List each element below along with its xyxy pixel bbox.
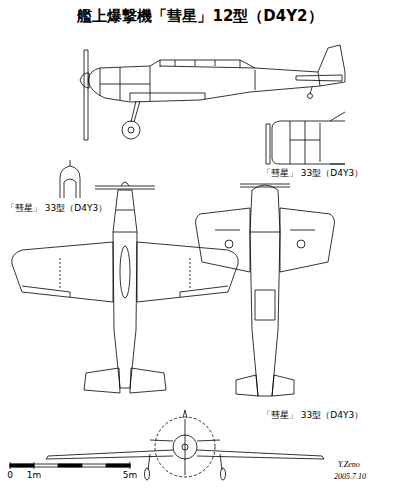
d4y3-nose-front-line	[64, 179, 76, 198]
front-view-line	[221, 468, 226, 480]
drawing-title: 艦上爆撃機「彗星」12型（D4Y2）	[0, 8, 400, 25]
side-view-line	[131, 101, 140, 122]
d4y3-nose-front-line	[60, 166, 80, 198]
front-view-line	[155, 417, 215, 477]
underside-view-line	[297, 240, 305, 248]
side-view-line	[308, 94, 313, 99]
underside-view-line	[255, 290, 275, 320]
front-view-line	[148, 454, 222, 470]
underside-view-line	[236, 375, 294, 396]
side-view-line	[84, 50, 88, 140]
scale-number: 5m	[123, 470, 138, 480]
top-view-line	[113, 190, 137, 388]
underside-view	[196, 184, 335, 396]
scale-bar-line	[10, 462, 130, 469]
d4y3-nose-inset-line	[266, 124, 270, 164]
scale-bar-line	[10, 464, 130, 467]
top-view-line	[95, 186, 155, 189]
side-view-line	[318, 72, 320, 86]
front-view-line	[185, 419, 186, 475]
front-view	[46, 410, 324, 480]
scale-number: 0	[7, 470, 13, 480]
side-view-line	[122, 121, 140, 139]
side-view-line	[130, 93, 205, 101]
scale-number: 1m	[27, 470, 42, 480]
side-view-line	[310, 87, 312, 94]
underside-view-line	[196, 208, 251, 272]
underside-view-line	[225, 240, 233, 248]
underside-view-line	[280, 208, 335, 272]
underside-view-line	[240, 184, 290, 187]
top-view-line	[137, 242, 238, 302]
side-view-line	[100, 66, 150, 101]
scale-bar	[10, 462, 130, 469]
underside-view-line	[215, 230, 315, 232]
variant-label: 「彗星」 33型（D4Y3）	[262, 168, 363, 178]
front-view-line	[46, 450, 324, 459]
front-view-line	[145, 468, 150, 480]
side-view-line	[100, 70, 255, 90]
top-view-line	[12, 242, 113, 302]
top-view-line	[22, 286, 228, 297]
scale-bar-line	[10, 464, 130, 467]
d4y3-nose-inset-line	[290, 121, 320, 164]
d4y3-nose-front-line	[70, 160, 71, 166]
front-view-line	[183, 410, 187, 418]
variant-label: 「彗星」 33型（D4Y3）	[6, 203, 107, 213]
variant-label: 「彗星」 33型（D4Y3）	[262, 410, 363, 420]
front-view-line	[150, 440, 220, 441]
side-view-line	[88, 45, 345, 102]
drawing-date: 2005.7.10	[334, 472, 366, 481]
top-view-line	[113, 210, 137, 232]
top-view-line	[84, 368, 166, 393]
d4y3-nose-inset	[266, 112, 345, 164]
top-view-line	[120, 246, 130, 298]
d4y3-nose-inset-line	[272, 121, 345, 164]
author-signature: Y.Zeno	[338, 460, 360, 469]
side-view-line	[160, 60, 255, 68]
top-view-line	[121, 182, 129, 186]
d4y3-nose-inset-line	[330, 112, 345, 164]
side-view-line	[128, 127, 134, 133]
d4y3-nose-front	[60, 160, 80, 198]
top-view-line	[60, 258, 190, 288]
underside-view-line	[250, 185, 280, 396]
